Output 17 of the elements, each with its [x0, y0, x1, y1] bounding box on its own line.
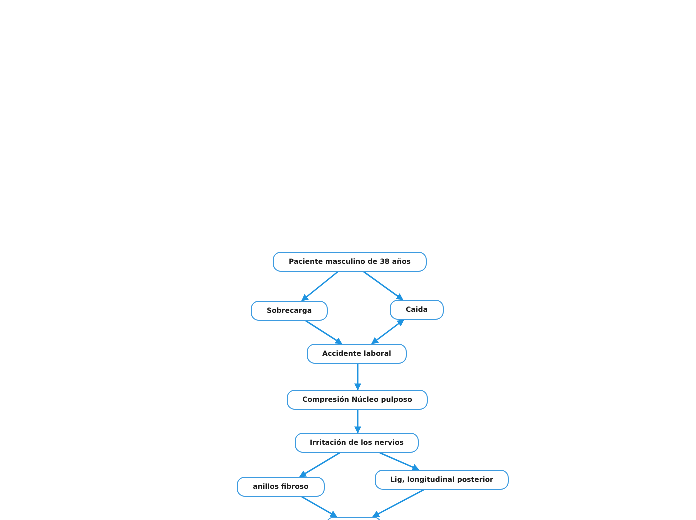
arrow — [306, 320, 343, 345]
process-box — [307, 344, 407, 364]
arrow — [354, 410, 362, 434]
arrow — [371, 319, 405, 345]
arrow — [299, 452, 340, 478]
process-box — [251, 301, 328, 321]
arrow — [364, 271, 404, 301]
arrow — [302, 496, 338, 518]
process-box — [273, 252, 427, 272]
arrow — [354, 364, 362, 391]
process-box — [390, 300, 444, 320]
process-box — [375, 470, 509, 490]
process-box — [287, 390, 428, 410]
process-box — [237, 477, 325, 497]
process-box — [295, 433, 419, 453]
arrow — [372, 489, 424, 518]
arrow — [301, 271, 338, 302]
